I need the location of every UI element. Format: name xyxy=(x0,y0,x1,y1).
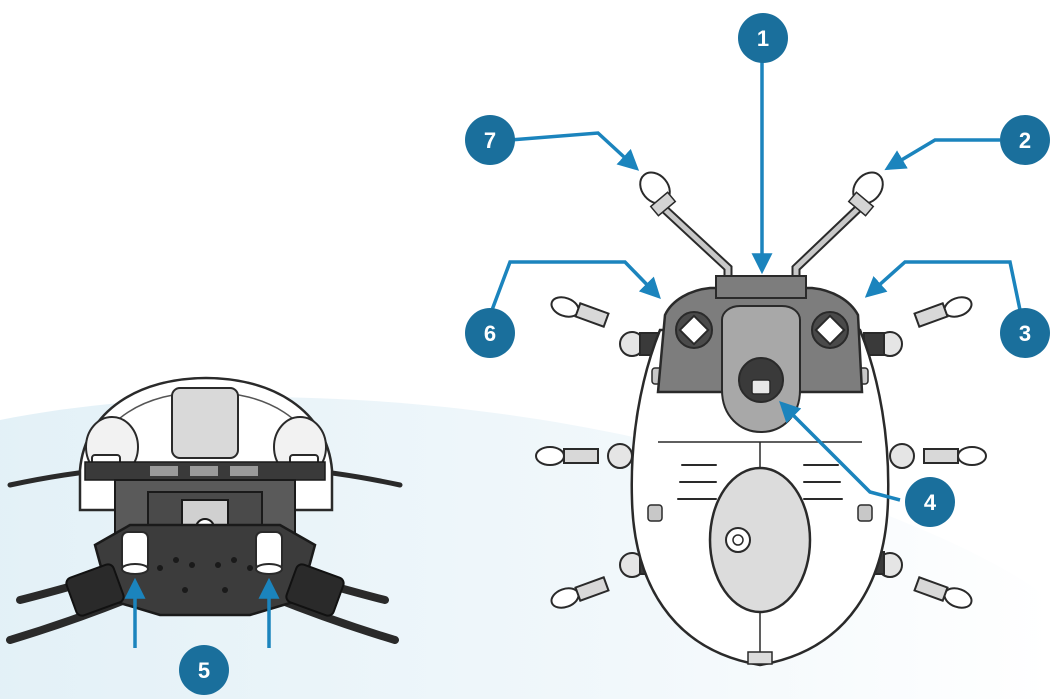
callout-2: 2 xyxy=(1000,115,1050,165)
battery-cover xyxy=(708,466,812,614)
callout-3: 3 xyxy=(1000,308,1050,358)
leader-7 xyxy=(509,131,640,171)
callout-5: 5 xyxy=(179,645,229,695)
leader-lines xyxy=(124,60,1022,648)
callout-5-label: 5 xyxy=(198,658,210,683)
callout-4-label: 4 xyxy=(924,490,937,515)
callout-6: 6 xyxy=(465,308,515,358)
antenna-right xyxy=(791,171,884,285)
callout-2-label: 2 xyxy=(1019,128,1031,153)
callout-7: 7 xyxy=(465,115,515,165)
leader-2 xyxy=(884,138,1000,171)
antenna-left xyxy=(639,171,733,285)
leader-6 xyxy=(490,260,661,311)
leader-3 xyxy=(864,260,1022,311)
leader-4 xyxy=(779,401,901,502)
callout-1-label: 1 xyxy=(757,26,769,51)
legs xyxy=(535,296,987,609)
callout-1: 1 xyxy=(738,13,788,63)
callout-7-label: 7 xyxy=(484,128,496,153)
callout-6-label: 6 xyxy=(484,321,496,346)
front-sensors xyxy=(121,531,283,575)
callout-3-label: 3 xyxy=(1019,321,1031,346)
robot-top-view xyxy=(535,171,987,667)
callout-4: 4 xyxy=(905,477,955,527)
